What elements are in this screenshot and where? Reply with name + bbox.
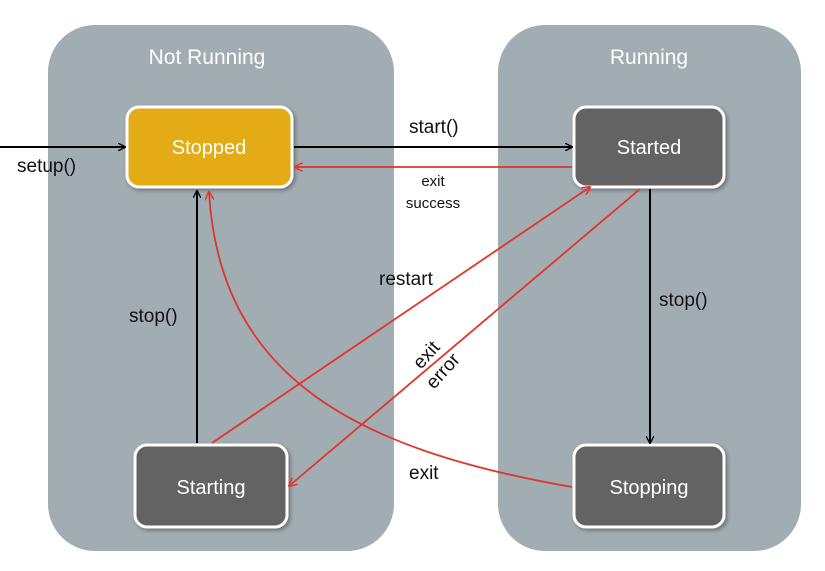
label-stop-left: stop() <box>129 306 178 327</box>
not-running-title: Not Running <box>149 46 266 69</box>
running-title: Running <box>610 46 688 69</box>
label-start: start() <box>409 117 459 138</box>
state-started-label: Started <box>617 137 681 159</box>
label-setup: setup() <box>17 156 76 177</box>
state-stopping-label: Stopping <box>610 477 689 499</box>
label-exit-success-2: success <box>406 195 460 212</box>
edge-exit-stopping <box>209 192 573 488</box>
state-starting: Starting <box>133 443 289 529</box>
label-restart: restart <box>379 269 434 290</box>
state-stopped-label: Stopped <box>172 137 247 159</box>
state-starting-label: Starting <box>177 477 246 499</box>
state-stopping: Stopping <box>572 443 726 529</box>
edge-restart <box>211 187 590 444</box>
state-stopped: Stopped <box>125 105 294 189</box>
label-exit-stopping: exit <box>409 463 439 484</box>
state-started: Started <box>572 105 726 189</box>
label-stop-right: stop() <box>659 290 708 311</box>
edge-exit-error <box>289 188 641 486</box>
label-exit-success-1: exit <box>421 173 445 190</box>
